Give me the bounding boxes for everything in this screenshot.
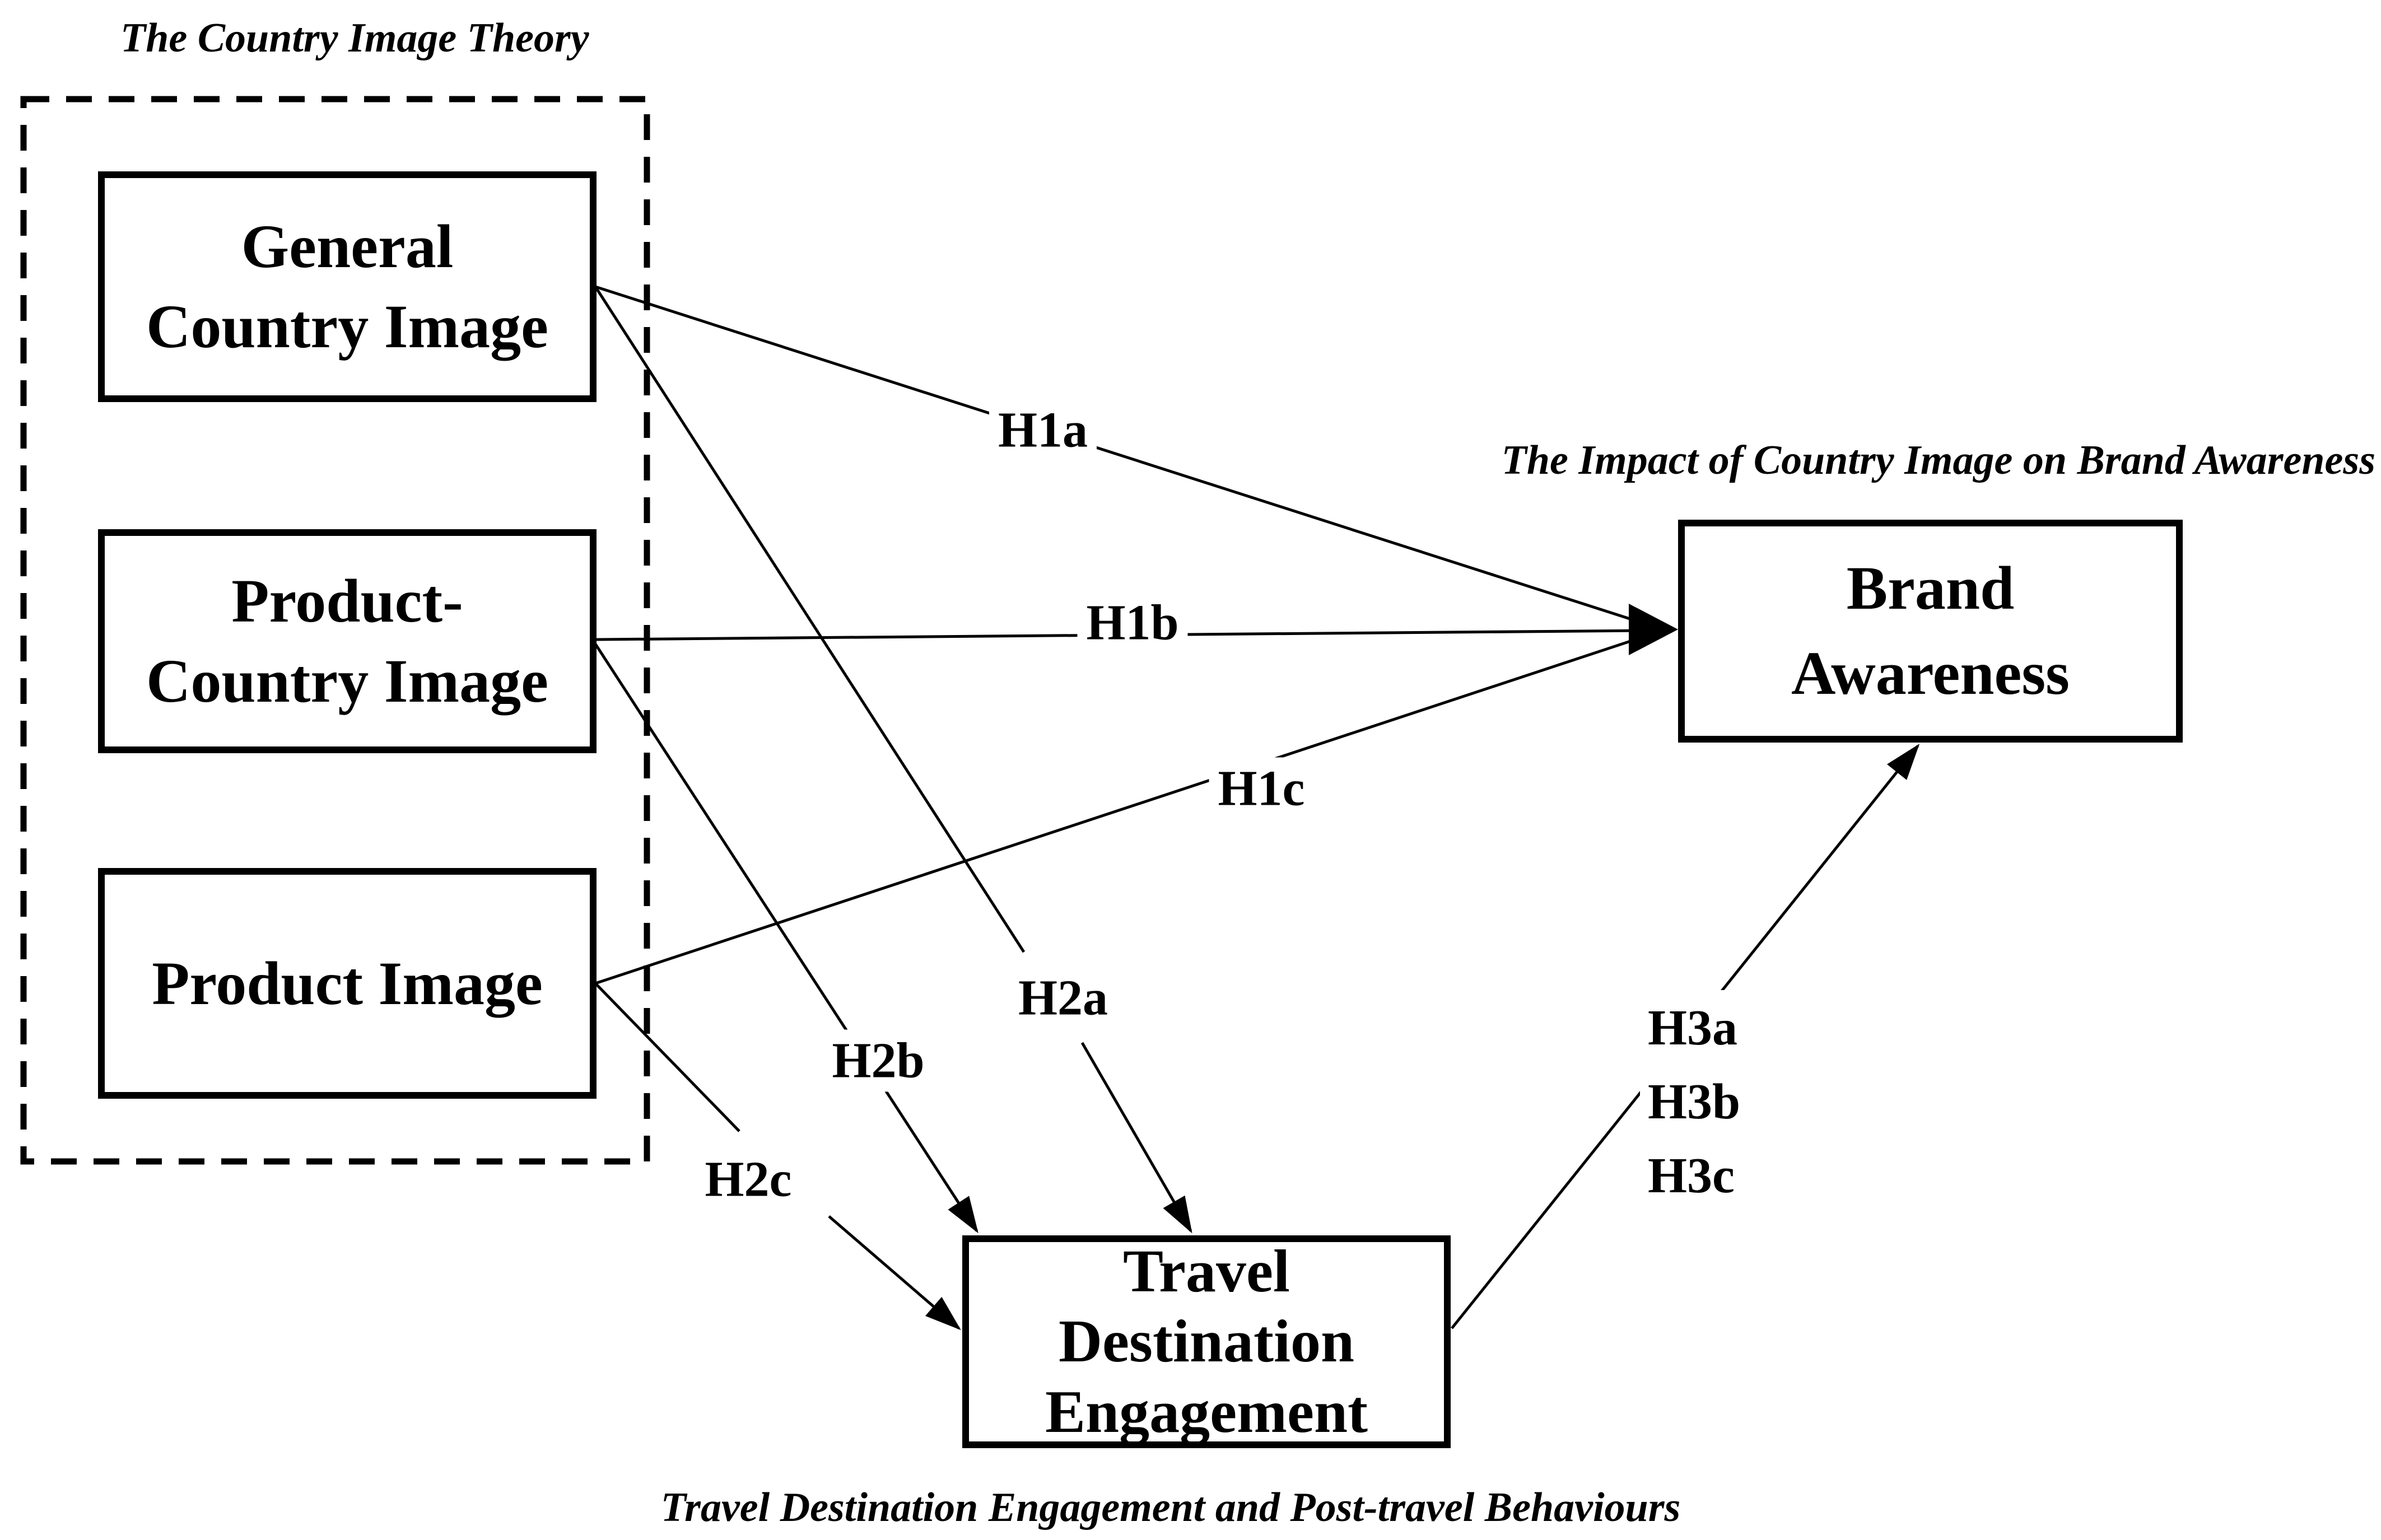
node-label-line: Country Image: [146, 647, 548, 715]
node-label-line: Destination: [1058, 1308, 1355, 1375]
node-brand-awareness: Brand Awareness: [1678, 520, 2183, 743]
arrow-h2c-line-upper: [594, 982, 740, 1132]
label-h2a: H2a: [1009, 967, 1117, 1029]
node-general-country-image: General Country Image: [98, 171, 597, 402]
label-h2b: H2b: [823, 1029, 934, 1092]
label-h1b: H1b: [1077, 591, 1188, 654]
caption-country-image-theory: The Country Image Theory: [120, 15, 589, 61]
arrow-h2a-line-lower: [1080, 1042, 1192, 1234]
node-product-country-image: Product- Country Image: [98, 529, 597, 753]
label-h2c: H2c: [696, 1148, 801, 1211]
label-h3a: H3a: [1648, 1000, 1738, 1056]
label-h1c: H1c: [1209, 757, 1314, 820]
label-h3-group: H3a H3b H3c: [1640, 990, 1749, 1214]
arrow-h1a-line: [595, 285, 1646, 626]
node-label-line: Product Image: [152, 949, 543, 1018]
node-label-line: Country Image: [146, 292, 548, 361]
node-travel-destination-engagement: Travel Destination Engagement: [962, 1235, 1451, 1448]
caption-post-travel-behaviours: Travel Destination Engagement and Post-t…: [660, 1485, 1681, 1530]
arrow-h2a-line-upper: [594, 286, 1026, 953]
arrow-h2b-line: [594, 643, 979, 1234]
node-label-line: Awareness: [1791, 639, 2070, 707]
label-h1a: H1a: [989, 399, 1097, 461]
arrow-h1c-line: [595, 634, 1646, 985]
node-label-line: Engagement: [1045, 1378, 1368, 1445]
caption-impact-brand-awareness: The Impact of Country Image on Brand Awa…: [1501, 437, 2375, 483]
node-label-line: Product-: [231, 567, 463, 635]
arrow-h2c-line-lower: [828, 1215, 961, 1331]
label-h3b: H3b: [1648, 1074, 1741, 1130]
label-h3c: H3c: [1648, 1148, 1735, 1203]
node-product-image: Product Image: [98, 868, 597, 1099]
node-label-line: Travel: [1123, 1238, 1290, 1305]
arrowhead-into-brand-awareness: [1629, 604, 1678, 655]
node-label-line: General: [241, 212, 454, 281]
node-label-line: Brand: [1846, 554, 2015, 623]
